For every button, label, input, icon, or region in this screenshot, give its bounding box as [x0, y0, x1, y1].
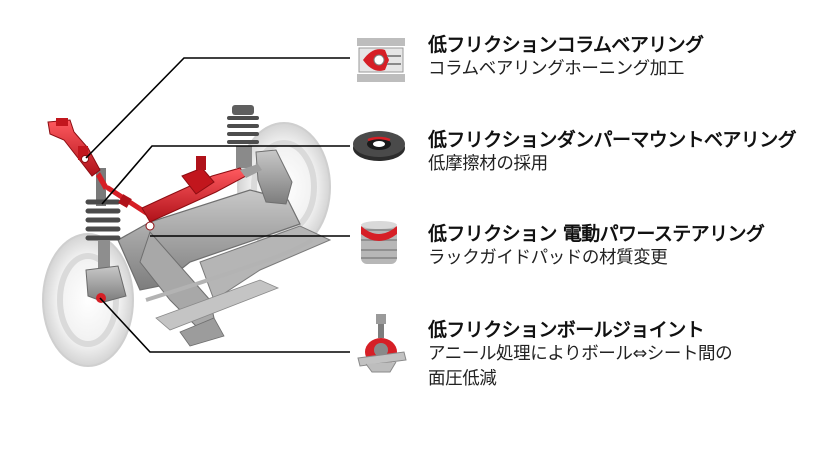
rear-spring — [227, 105, 259, 168]
leader-lines — [85, 57, 350, 353]
callout-description: 低摩擦材の採用 — [428, 154, 548, 174]
callout-description-line-2: 面圧低減 — [428, 369, 497, 389]
rack-guide-pad-icon — [361, 221, 397, 264]
subframe — [117, 189, 332, 347]
callout-description: コラムベアリングホーニング加工 — [428, 59, 684, 79]
callout-title: 低フリクションダンパーマウントベアリング — [428, 129, 797, 151]
steering-column — [47, 118, 108, 190]
leader-line-damper-mount — [101, 145, 350, 205]
column-bearing-icon — [357, 38, 405, 82]
callout-title: 低フリクション 電動パワーステアリング — [428, 223, 765, 245]
callout-description: アニール処理によりボール⇔シート間の — [428, 344, 733, 364]
callout-ball-joint: 低フリクションボールジョイント アニール処理によりボール⇔シート間の 面圧低減 — [428, 318, 813, 392]
right-knuckle — [255, 149, 293, 205]
damper-mount-bearing-icon — [353, 131, 405, 161]
left-wheel — [42, 233, 134, 367]
callout-damper-mount-bearing: 低フリクションダンパーマウントベアリング 低摩擦材の採用 — [428, 128, 813, 177]
front-strut — [85, 168, 127, 303]
callout-title: 低フリクションコラムベアリング — [428, 34, 704, 56]
leader-line-ball-joint — [99, 297, 350, 353]
leader-line-column-bearing — [85, 57, 350, 159]
intermediate-shaft — [105, 185, 151, 217]
callout-title: 低フリクションボールジョイント — [428, 319, 705, 341]
callout-column-bearing: 低フリクションコラムベアリング コラムベアリングホーニング加工 — [428, 33, 813, 82]
eps-rack — [141, 156, 262, 231]
callout-description: ラックガイドパッドの材質変更 — [428, 248, 668, 268]
callout-eps: 低フリクション 電動パワーステアリング ラックガイドパッドの材質変更 — [428, 222, 813, 271]
ball-joint-icon — [357, 314, 407, 373]
